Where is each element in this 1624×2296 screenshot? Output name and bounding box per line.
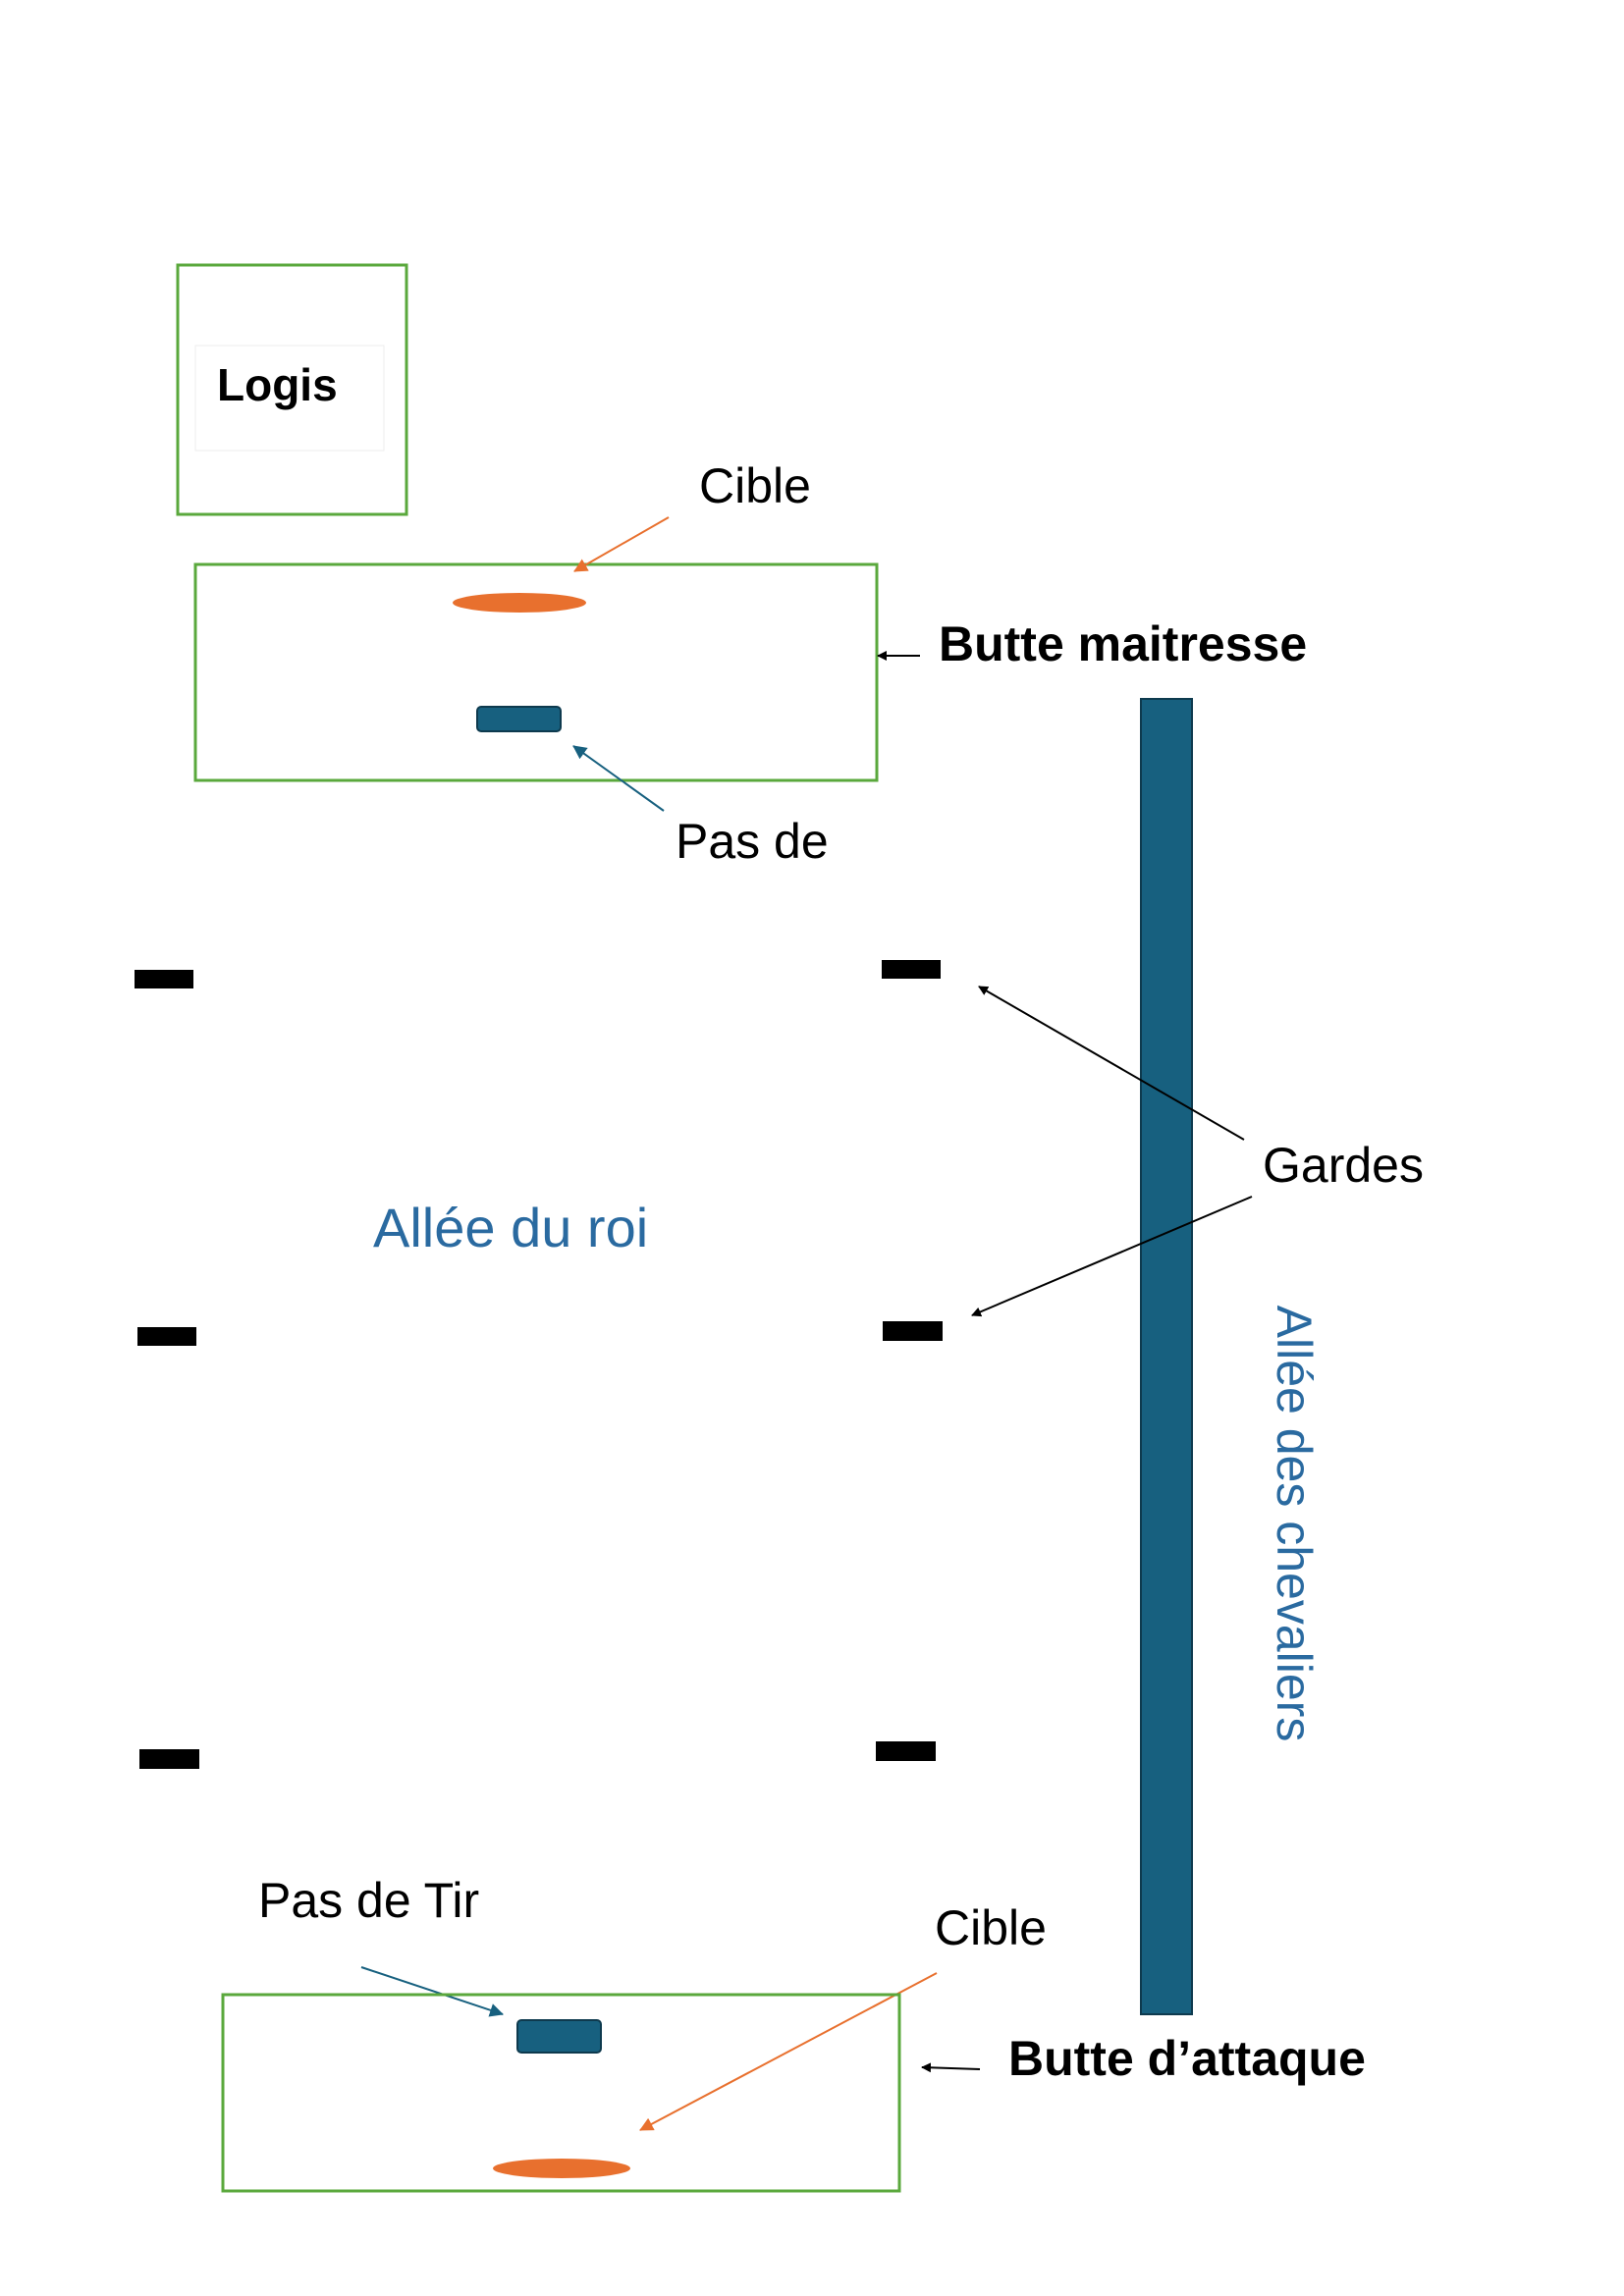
allee-des-chevaliers-bar <box>1140 698 1193 2015</box>
butte-attaque-arrow <box>921 2062 981 2073</box>
guard-left-2 <box>137 1327 196 1346</box>
gardes-arrow-lower <box>971 1196 1253 1317</box>
target-top <box>453 593 586 613</box>
guard-right-1 <box>882 960 941 979</box>
butte-attaque-label: Butte d’attaque <box>1008 2031 1366 2086</box>
butte-attaque-zone <box>221 1993 901 2193</box>
shooting-spot-bottom <box>516 2019 602 2054</box>
allee-du-roi-label: Allée du roi <box>373 1197 648 1258</box>
pas-de-tir-arrow <box>360 1966 504 2017</box>
pas-de-tir-label: Pas de Tir <box>258 1873 479 1928</box>
cible-top-arrow <box>573 516 670 572</box>
logis-label: Logis <box>217 359 338 410</box>
butte-maitresse-zone <box>193 562 879 782</box>
gardes-label: Gardes <box>1263 1138 1424 1193</box>
target-bottom <box>493 2159 630 2178</box>
gardes-arrow-upper <box>978 986 1245 1141</box>
logis-label-frame <box>194 345 385 452</box>
guard-left-3 <box>139 1749 199 1769</box>
pas-de-top-arrow <box>572 745 665 812</box>
butte-maitresse-label: Butte maitresse <box>939 616 1307 671</box>
cible-bottom-arrow <box>639 1972 938 2131</box>
logis-box <box>176 263 408 516</box>
cible-top-label: Cible <box>699 458 811 513</box>
allee-des-chevaliers-label: Allée des chevaliers <box>1267 1306 1322 1742</box>
guard-right-2 <box>883 1321 943 1341</box>
guard-left-1 <box>135 970 193 988</box>
pas-de-top-label: Pas de <box>676 814 829 869</box>
guard-right-3 <box>876 1741 936 1761</box>
cible-bottom-label: Cible <box>935 1900 1047 1955</box>
shooting-spot-top <box>476 706 562 732</box>
